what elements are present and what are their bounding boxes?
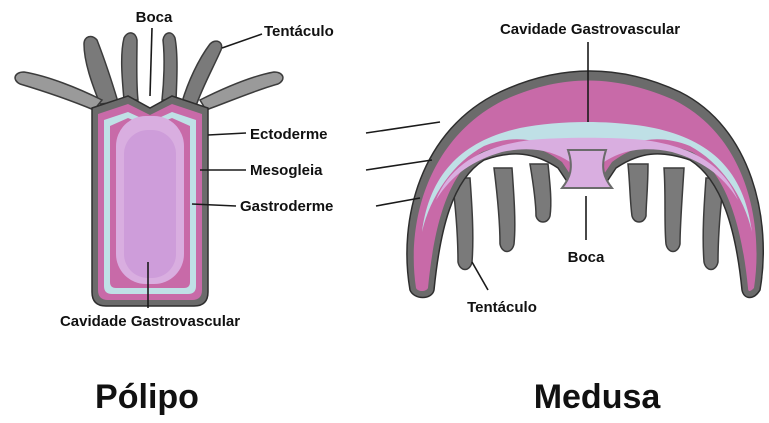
polyp-tentacle-leader [222, 34, 262, 48]
medusa-tentacle-5 [664, 168, 684, 252]
polyp-tentacle-right [200, 72, 283, 110]
polyp-gastroderm-label: Gastroderme [240, 198, 333, 215]
polyp-tentacle-left [15, 72, 102, 110]
polyp-tentacles [15, 33, 283, 110]
polyp-tentacle-3 [162, 33, 177, 100]
polyp-ectoderm-leader [208, 133, 246, 135]
medusa-mesoglea-leader [366, 160, 432, 170]
medusa-tentacle-3 [530, 164, 551, 222]
medusa-ectoderm-leader [366, 122, 440, 133]
medusa-tentacle-label: Tentáculo [467, 299, 537, 316]
polyp-ectoderm-label: Ectoderme [250, 126, 328, 143]
medusa-title: Medusa [534, 378, 662, 416]
polyp-tentacle-label: Tentáculo [264, 23, 334, 40]
polyp-cavity-shade [124, 130, 176, 278]
medusa-cavity-label: Cavidade Gastrovascular [500, 21, 680, 38]
polyp-mouth-label: Boca [136, 9, 173, 26]
polyp-tentacle-2 [122, 33, 138, 100]
polyp-mouth-leader [150, 28, 152, 96]
polyp-title: Pólipo [95, 378, 199, 416]
medusa-mouth-label: Boca [568, 249, 605, 266]
medusa-tentacle-2 [494, 168, 515, 252]
medusa-tentacle-4 [628, 164, 648, 222]
medusa-tentacle-leader [472, 262, 488, 290]
polyp-mesoglea-label: Mesogleia [250, 162, 323, 179]
polyp-cavity-label: Cavidade Gastrovascular [60, 313, 240, 330]
